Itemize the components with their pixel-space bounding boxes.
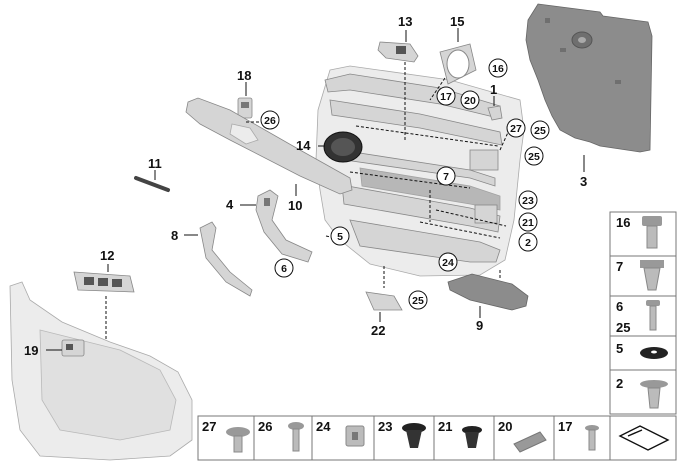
door-inner-carcass	[9, 281, 193, 461]
circled-callout-25-mid: 25	[524, 146, 544, 166]
dark-plug-icon	[402, 423, 426, 448]
callout-13: 13	[398, 14, 412, 29]
callout-8: 8	[171, 228, 178, 243]
bottom-label-17: 17	[558, 419, 572, 434]
flange-screw-icon	[226, 427, 250, 453]
circled-callouts: 16 17 20 26 27 25 25 7 23 21 2 5 6 24 25	[260, 58, 550, 310]
washer-icon	[640, 347, 668, 359]
circled-callout-25-top: 25	[530, 120, 550, 140]
expanding-clip-icon	[640, 260, 664, 291]
clip-1	[487, 105, 503, 121]
svg-text:16: 16	[492, 63, 504, 75]
callout-9: 9	[476, 318, 483, 333]
svg-text:25: 25	[412, 295, 424, 307]
mounting-strip-icon	[513, 431, 547, 453]
circled-callout-27: 27	[506, 118, 526, 138]
side-label-2: 2	[616, 376, 623, 391]
door-pull-bracket-4	[255, 189, 313, 263]
armrest-trim-strip	[185, 97, 353, 195]
speaker-cover	[323, 131, 363, 163]
callout-4: 4	[226, 197, 234, 212]
svg-text:2: 2	[525, 237, 531, 249]
armrest-pad-9	[447, 273, 529, 311]
circled-callout-7: 7	[436, 166, 456, 186]
svg-text:25: 25	[528, 151, 540, 163]
callout-3: 3	[580, 174, 587, 189]
switch-trim-13	[377, 41, 419, 63]
door-trim-panel	[315, 65, 525, 277]
svg-text:5: 5	[337, 231, 343, 243]
side-label-25: 25	[616, 320, 630, 335]
callout-11: 11	[148, 156, 162, 171]
sound-insulation-panel	[525, 3, 653, 153]
pan-screw-icon	[288, 422, 304, 452]
speaker-bracket-15	[439, 43, 477, 85]
callout-22: 22	[371, 323, 385, 338]
side-label-7: 7	[616, 259, 623, 274]
callout-19: 19	[24, 343, 38, 358]
clip-nut-icon	[345, 425, 365, 447]
arrow-bracket-icon	[618, 425, 670, 451]
callout-15: 15	[450, 14, 464, 29]
circled-callout-26: 26	[260, 110, 280, 130]
grab-handle-8	[199, 221, 253, 297]
bottom-label-24: 24	[316, 419, 331, 434]
dark-plug-small-icon	[462, 426, 482, 448]
circled-callout-16: 16	[488, 58, 508, 78]
circled-callout-25-low: 25	[408, 290, 428, 310]
fir-tree-clip-icon	[640, 380, 668, 409]
bottom-label-21: 21	[438, 419, 452, 434]
circled-callout-2: 2	[518, 232, 538, 252]
circled-callout-5: 5	[330, 226, 350, 246]
svg-text:25: 25	[534, 125, 546, 137]
switch-19	[61, 339, 85, 357]
circled-callout-23: 23	[518, 190, 538, 210]
callout-10: 10	[288, 198, 302, 213]
bottom-label-23: 23	[378, 419, 392, 434]
svg-text:7: 7	[443, 171, 449, 183]
svg-text:23: 23	[522, 195, 534, 207]
svg-text:27: 27	[510, 123, 522, 135]
callout-12: 12	[100, 248, 114, 263]
bottom-label-27: 27	[202, 419, 216, 434]
svg-text:6: 6	[281, 263, 287, 275]
window-switch-12	[73, 271, 135, 293]
callout-14: 14	[296, 138, 311, 153]
bottom-label-20: 20	[498, 419, 512, 434]
bottom-fastener-panel: 27 26 24 23 21 20 17	[197, 415, 677, 461]
svg-text:17: 17	[440, 91, 452, 103]
trim-rod-11	[134, 176, 170, 192]
callout-1: 1	[490, 82, 497, 97]
bottom-label-26: 26	[258, 419, 272, 434]
side-label-16: 16	[616, 215, 630, 230]
svg-text:20: 20	[464, 95, 476, 107]
side-label-5: 5	[616, 341, 623, 356]
circled-callout-24: 24	[438, 252, 458, 272]
circled-callout-17: 17	[436, 86, 456, 106]
sheet-screw-icon	[585, 425, 599, 451]
switch-18	[237, 97, 253, 119]
circled-callout-6: 6	[274, 258, 294, 278]
callout-18: 18	[237, 68, 251, 83]
circled-callout-20: 20	[460, 90, 480, 110]
plain-callouts: 13 15 18 1 3 14 11 10 4 8 12 9 22 19	[24, 14, 587, 358]
svg-text:21: 21	[522, 217, 534, 229]
svg-text:24: 24	[442, 257, 454, 269]
screw-icon	[646, 300, 660, 331]
circled-callout-21: 21	[518, 212, 538, 232]
svg-text:26: 26	[264, 115, 276, 127]
clip-22	[365, 291, 403, 311]
side-fastener-panel: 16 7 6 25 5 2	[609, 211, 677, 415]
rivet-clip-icon	[642, 216, 662, 249]
side-label-6: 6	[616, 299, 623, 314]
